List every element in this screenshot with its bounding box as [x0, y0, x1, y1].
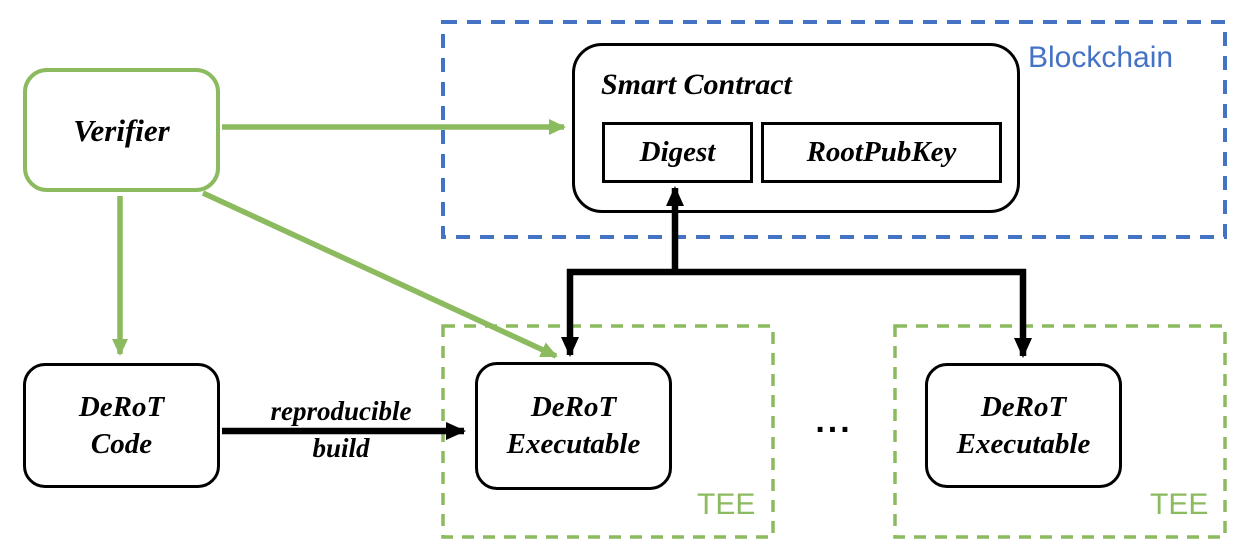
digest-node: Digest [602, 122, 753, 183]
derot-executable-2-label-line1: DeRoT [980, 390, 1067, 423]
smart-contract-node: Smart Contract Digest RootPubKey [572, 43, 1020, 213]
digest-label: Digest [639, 136, 716, 168]
verifier-label: Verifier [73, 112, 170, 148]
tee-region-2-label: TEE [1150, 488, 1209, 521]
derot-executable-2-label-line2: Executable [956, 427, 1091, 460]
derot-code-node: DeRoT Code [23, 363, 220, 488]
ellipsis-more-tees: ... [815, 402, 853, 440]
derot-code-label-line2: Code [90, 427, 153, 460]
reproducible-build-label-line1: reproducible [270, 396, 412, 426]
derot-code-label-line1: DeRoT [78, 390, 165, 423]
derot-executable-2-node: DeRoT Executable [925, 363, 1122, 488]
root-pub-key-node: RootPubKey [761, 122, 1002, 183]
derot-executable-1-label-line1: DeRoT [530, 391, 617, 423]
derot-executable-1-node: DeRoT Executable [475, 362, 672, 490]
reproducible-build-edge-label: reproducible build [230, 393, 452, 467]
reproducible-build-label-line2: build [312, 433, 370, 463]
verifier-node: Verifier [23, 68, 220, 192]
tee-region-1-label: TEE [697, 488, 756, 521]
root-pub-key-label: RootPubKey [806, 136, 957, 168]
blockchain-region-label: Blockchain [1028, 41, 1174, 74]
arrow-verifier-to-derot-executable-1 [201, 190, 558, 359]
derot-executable-1-label-line2: Executable [506, 428, 641, 460]
tee-region-2-border [893, 324, 1227, 539]
blockchain-region-border [441, 20, 1227, 239]
smart-contract-label: Smart Contract [601, 68, 792, 101]
